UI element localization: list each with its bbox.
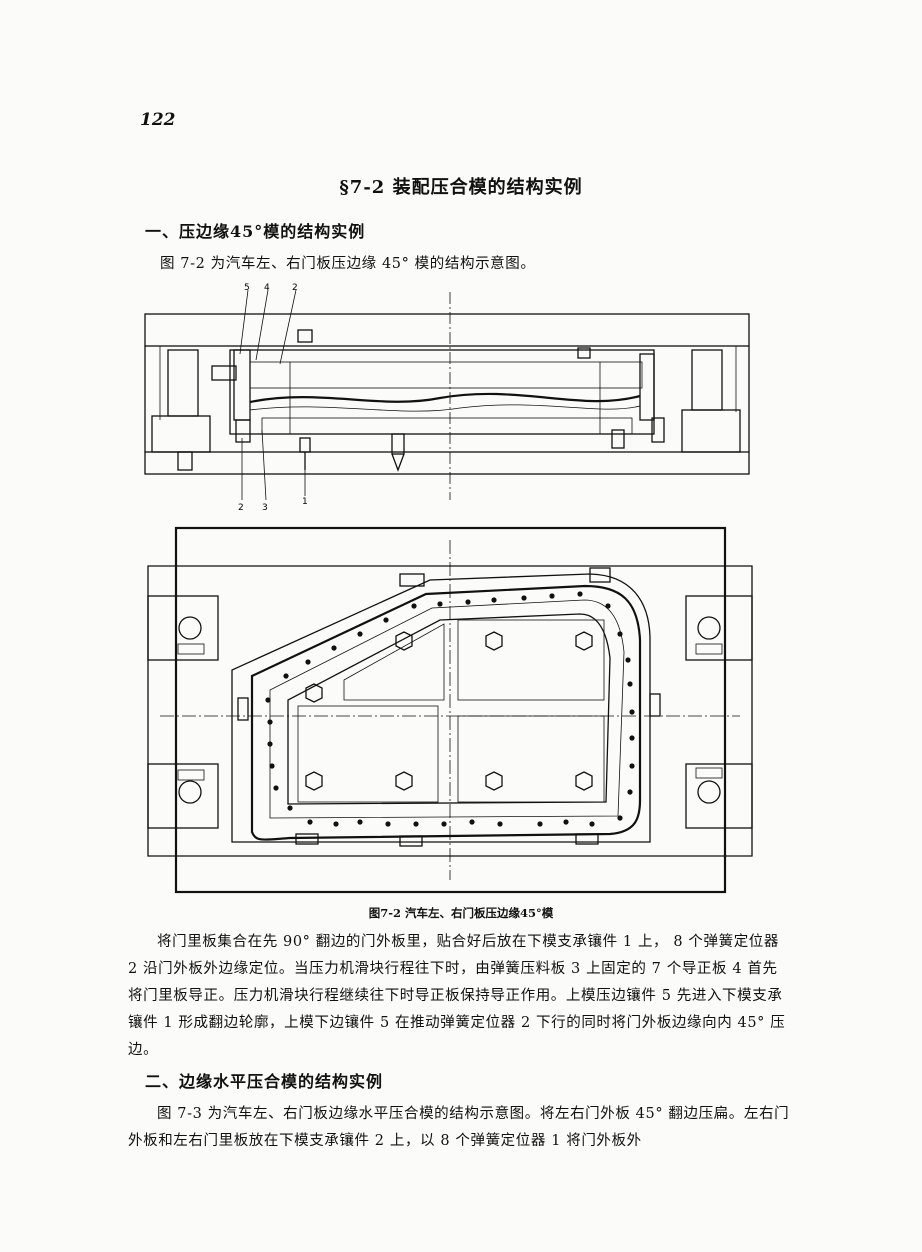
section-title: §7-2 装配压合模的结构实例 bbox=[339, 177, 583, 198]
body-paragraph-1: 将门里板集合在先 90° 翻边的门外板里，贴合好后放在下模支承镶件 1 上， 8… bbox=[128, 934, 786, 1058]
section-view: 5 4 2 2 3 1 bbox=[144, 283, 750, 513]
body-paragraph-2: 图 7-3 为汽车左、右门板边缘水平压合模的结构示意图。将左右门外板 45° 翻… bbox=[128, 1106, 790, 1149]
part-label-1: 1 bbox=[302, 497, 308, 507]
plan-view bbox=[147, 526, 753, 894]
part-label-5: 5 bbox=[244, 283, 250, 293]
part-label-3: 3 bbox=[262, 503, 268, 513]
part-label-2-top: 2 bbox=[292, 283, 298, 293]
figure-caption: 图7-2 汽车左、右门板压边缘45°模 bbox=[368, 906, 554, 920]
part-label-4: 4 bbox=[264, 283, 270, 293]
heading-1: 一、压边缘45°模的结构实例 bbox=[145, 222, 366, 241]
intro-paragraph: 图 7-2 为汽车左、右门板压边缘 45° 模的结构示意图。 bbox=[160, 256, 536, 272]
page-number: 122 bbox=[140, 110, 176, 130]
part-label-2-bottom: 2 bbox=[238, 503, 244, 513]
heading-2: 二、边缘水平压合模的结构实例 bbox=[145, 1072, 384, 1091]
